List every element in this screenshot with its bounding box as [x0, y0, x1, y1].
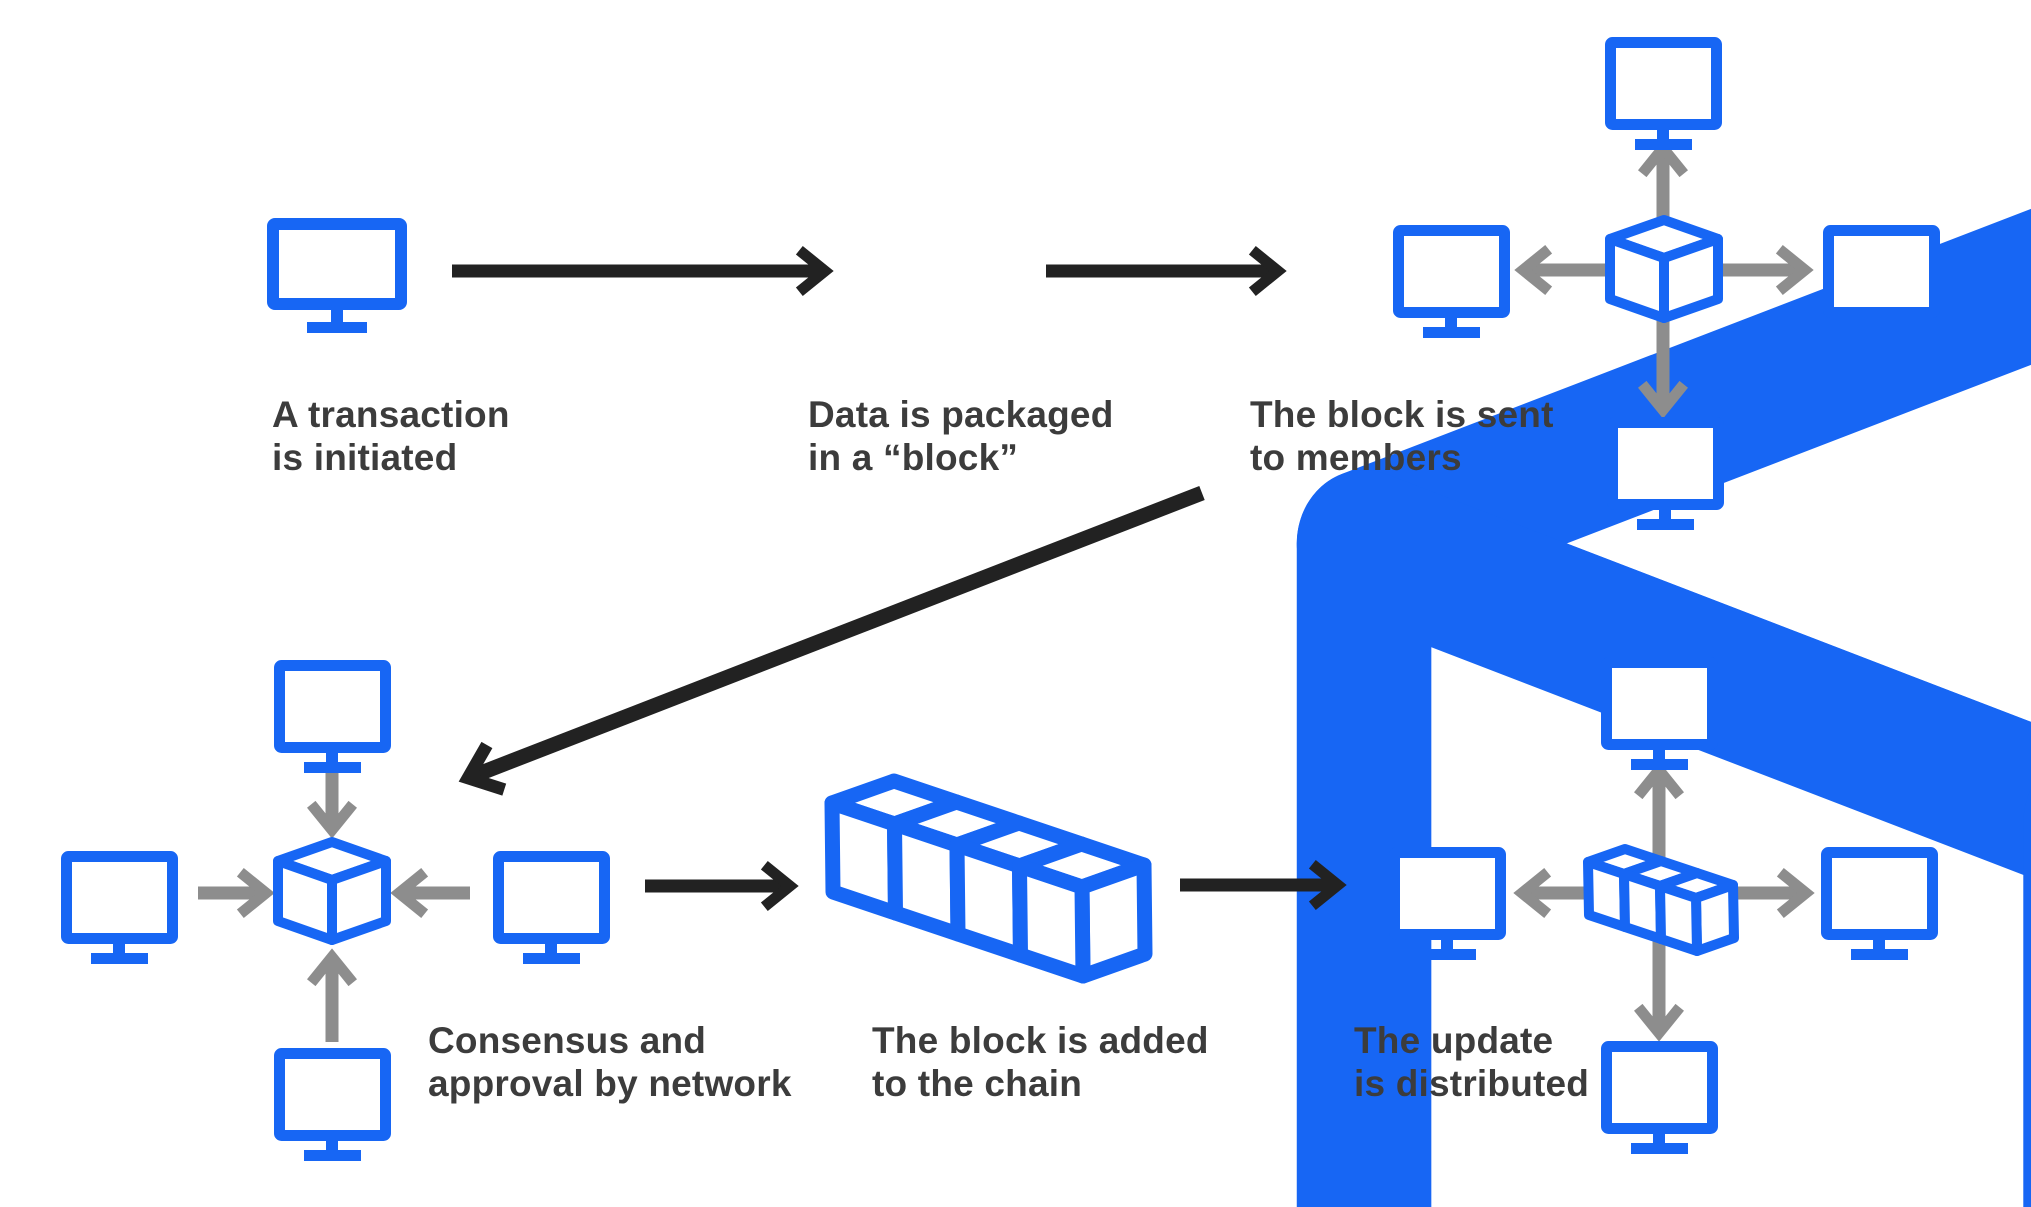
monitor-icon	[499, 857, 605, 965]
step1-label-line1: A transaction	[272, 394, 510, 435]
step1-label-line2: is initiated	[272, 437, 458, 478]
step5-label-line2: to the chain	[872, 1063, 1083, 1104]
monitor-icon	[1611, 43, 1717, 151]
mini-blockchain-icon	[1583, 844, 1739, 956]
monitor-icon	[280, 666, 386, 774]
monitor-icon	[67, 857, 173, 965]
step6-label-line2: is distributed	[1354, 1063, 1590, 1104]
cube-icon	[278, 842, 386, 940]
step1-label: A transaction is initiated	[272, 393, 510, 479]
step3-label-line2: to members	[1250, 437, 1462, 478]
step3-label-line1: The block is sent	[1250, 394, 1554, 435]
blockchain-icon	[824, 773, 1153, 984]
step3-label: The block is sent to members	[1250, 393, 1554, 479]
step6-label-line1: The update	[1354, 1020, 1554, 1061]
monitor-icon	[1399, 231, 1505, 339]
step4-label: Consensus and approval by network	[428, 1019, 792, 1105]
cube-icon	[1610, 220, 1718, 318]
arrow-step3-to-step4	[458, 486, 1205, 796]
transaction-monitor-icon	[267, 218, 407, 333]
step5-label: The block is added to the chain	[872, 1019, 1209, 1105]
step5-label-line1: The block is added	[872, 1020, 1209, 1061]
consensus-arrows	[198, 766, 470, 1042]
step2-label-line2: in a “block”	[808, 437, 1019, 478]
monitor-icon	[280, 1054, 386, 1162]
broadcast-network-icon	[1399, 43, 1935, 531]
step2-label-line1: Data is packaged	[808, 394, 1114, 435]
step2-label: Data is packaged in a “block”	[808, 393, 1114, 479]
consensus-network-icon	[67, 666, 605, 1162]
distribute-network-icon	[1395, 663, 1933, 1155]
step6-label: The update is distributed	[1354, 1019, 1589, 1105]
step4-label-line1: Consensus and	[428, 1020, 707, 1061]
step4-label-line2: approval by network	[428, 1063, 792, 1104]
